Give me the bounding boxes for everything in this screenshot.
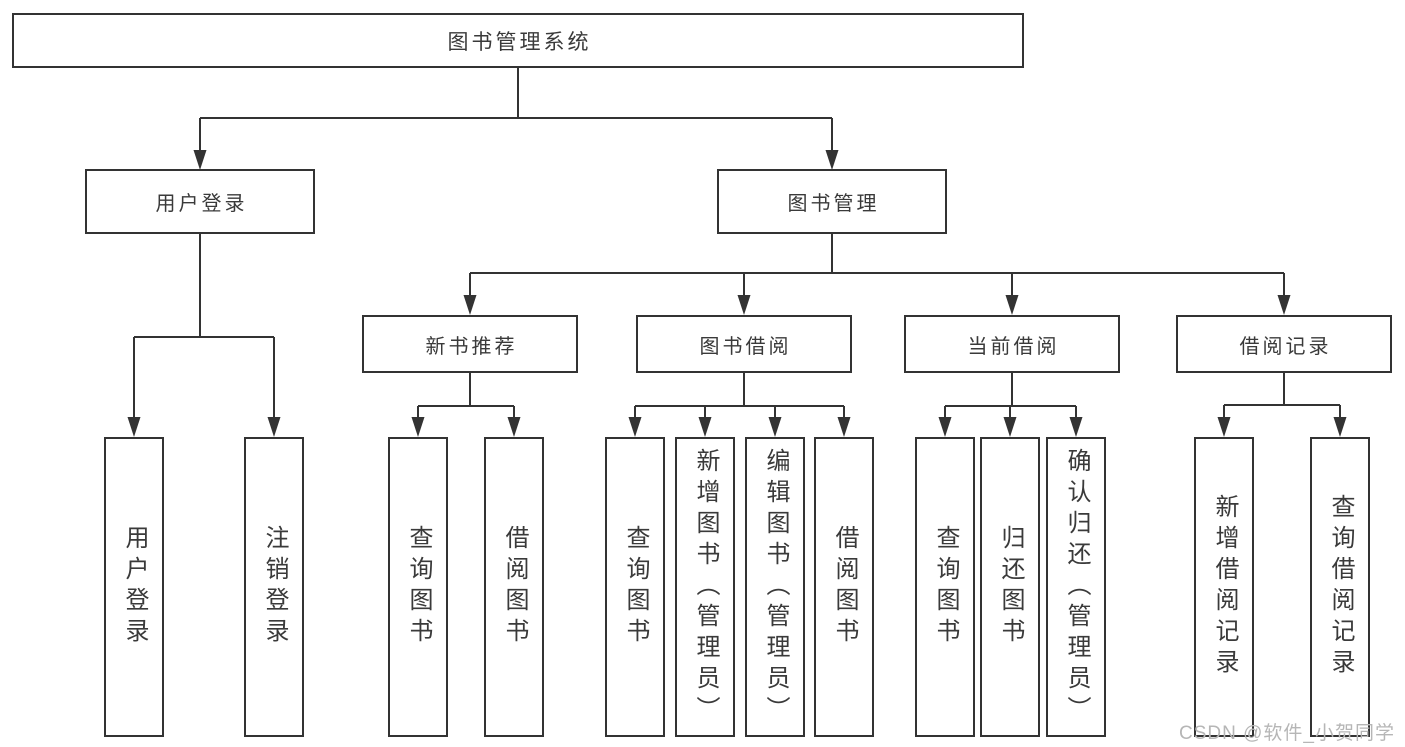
node-borrow-records: 借阅记录 xyxy=(1176,315,1392,373)
csdn-watermark: CSDN @软件_小贺同学 xyxy=(1179,723,1395,744)
node-book-management: 图书管理 xyxy=(717,169,947,234)
edge-book-management-children xyxy=(463,234,1291,315)
node-book-management-label: 图书管理 xyxy=(787,193,880,215)
leaf-return-books: 归还图书 xyxy=(980,437,1040,737)
leaf-query-books-current-label: 查询图书 xyxy=(932,525,959,649)
leaf-query-books-recommend: 查询图书 xyxy=(388,437,448,737)
edge-root-to-level1 xyxy=(193,68,839,170)
leaf-edit-books-admin: 编辑图书（管理员） xyxy=(745,437,805,737)
node-book-borrow-label: 图书借阅 xyxy=(699,335,792,358)
leaf-query-books-borrow-label: 查询图书 xyxy=(622,525,649,649)
edge-current-borrow-children xyxy=(938,373,1083,437)
leaf-return-books-label: 归还图书 xyxy=(997,525,1024,649)
leaf-add-books-admin-label: 新增图书（管理员） xyxy=(692,447,719,727)
node-current-borrow: 当前借阅 xyxy=(904,315,1120,373)
leaf-query-books-current: 查询图书 xyxy=(915,437,975,737)
leaf-borrow-books: 借阅图书 xyxy=(814,437,874,737)
node-new-book-recommend-label: 新书推荐 xyxy=(425,335,518,358)
leaf-query-borrow-record: 查询借阅记录 xyxy=(1310,437,1370,737)
leaf-confirm-return-admin-label: 确认归还（管理员） xyxy=(1063,447,1090,727)
node-user-login: 用户登录 xyxy=(85,169,315,234)
leaf-logout-label: 注销登录 xyxy=(261,525,288,649)
leaf-query-books-borrow: 查询图书 xyxy=(605,437,665,737)
edge-book-borrow-children xyxy=(628,373,851,437)
leaf-add-books-admin: 新增图书（管理员） xyxy=(675,437,735,737)
leaf-borrow-books-label: 借阅图书 xyxy=(831,525,858,649)
leaf-query-borrow-record-label: 查询借阅记录 xyxy=(1327,494,1354,680)
leaf-user-login-label: 用户登录 xyxy=(121,525,148,649)
leaf-borrow-books-recommend-label: 借阅图书 xyxy=(501,525,528,649)
leaf-logout: 注销登录 xyxy=(244,437,304,737)
edge-borrow-records-children xyxy=(1217,373,1347,437)
leaf-user-login: 用户登录 xyxy=(104,437,164,737)
node-user-login-label: 用户登录 xyxy=(155,193,248,215)
node-borrow-records-label: 借阅记录 xyxy=(1239,335,1332,358)
node-root-label: 图书管理系统 xyxy=(447,30,592,54)
node-root: 图书管理系统 xyxy=(12,13,1024,68)
leaf-borrow-books-recommend: 借阅图书 xyxy=(484,437,544,737)
node-current-borrow-label: 当前借阅 xyxy=(967,335,1060,358)
node-book-borrow: 图书借阅 xyxy=(636,315,852,373)
edge-new-book-recommend-children xyxy=(411,373,521,437)
leaf-add-borrow-record-label: 新增借阅记录 xyxy=(1211,494,1238,680)
leaf-confirm-return-admin: 确认归还（管理员） xyxy=(1046,437,1106,737)
leaf-add-borrow-record: 新增借阅记录 xyxy=(1194,437,1254,737)
edge-user-login-children xyxy=(127,234,281,437)
leaf-edit-books-admin-label: 编辑图书（管理员） xyxy=(762,447,789,727)
leaf-query-books-recommend-label: 查询图书 xyxy=(405,525,432,649)
node-new-book-recommend: 新书推荐 xyxy=(362,315,578,373)
